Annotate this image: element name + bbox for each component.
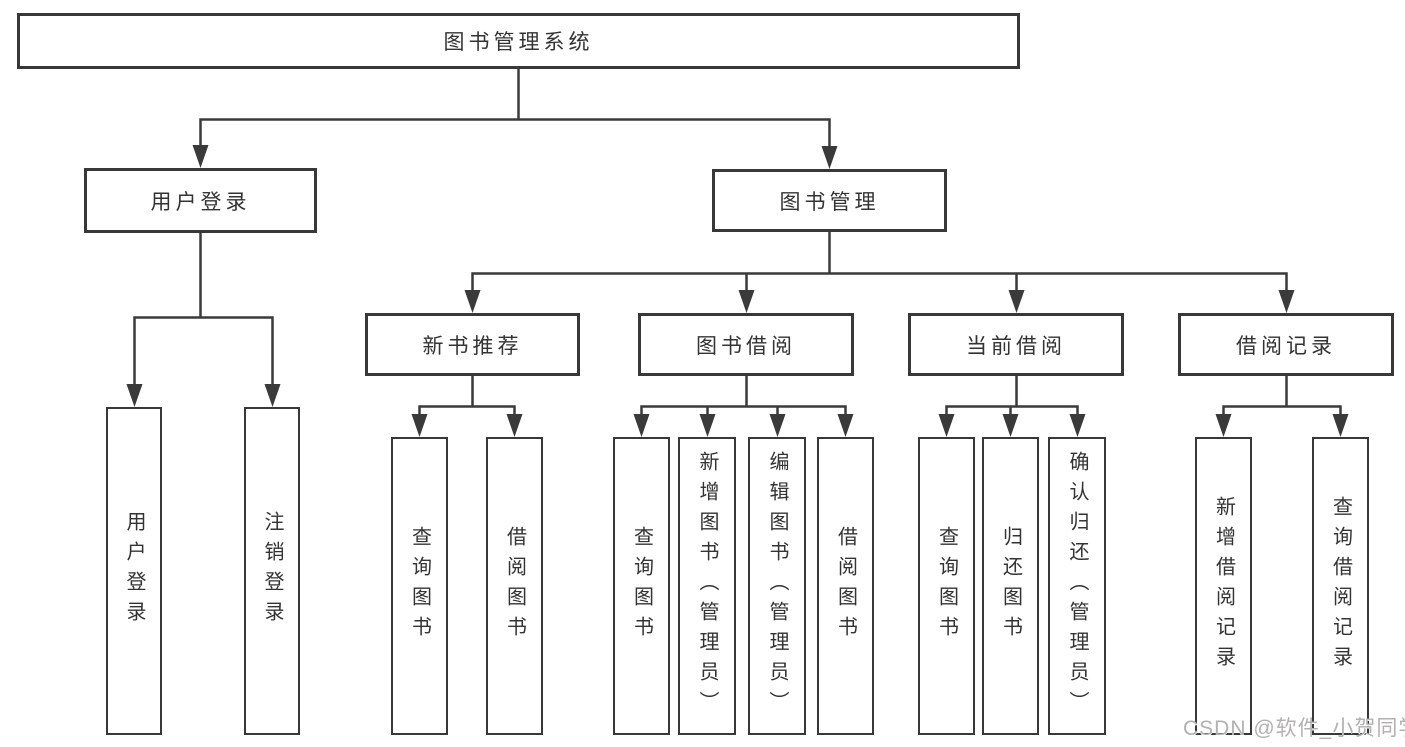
arrowhead-icon <box>506 414 523 437</box>
arrowhead-icon <box>769 414 786 437</box>
node-query-books-recommend: 查询图书 <box>391 437 448 735</box>
node-label: 注销登录 <box>261 511 283 631</box>
arrowhead-icon <box>938 414 955 437</box>
node-label: 查询借阅记录 <box>1329 496 1352 676</box>
connector-path <box>471 272 1288 295</box>
arrowhead-icon <box>411 414 428 437</box>
arrowhead-icon <box>837 414 854 437</box>
node-add-borrow-record: 新增借阅记录 <box>1195 437 1252 735</box>
csdn-watermark: CSDN @软件_小贺同学 <box>1183 717 1405 740</box>
node-label: 用户登录 <box>123 511 145 631</box>
arrowhead-icon <box>821 146 838 169</box>
node-label: 借阅图书 <box>834 526 857 646</box>
arrowhead-icon <box>738 290 755 313</box>
connector-path <box>133 316 274 389</box>
arrowhead-icon <box>1069 414 1086 437</box>
node-label: 图书借阅 <box>696 334 796 358</box>
arrowhead-icon <box>1278 290 1295 313</box>
arrowhead-icon <box>1008 290 1025 313</box>
arrowhead-icon <box>699 414 716 437</box>
connector-path <box>945 376 1079 420</box>
node-label: 确认归还（管理员） <box>1066 451 1088 721</box>
node-label: 编辑图书（管理员） <box>766 451 788 721</box>
node-label: 借阅记录 <box>1236 334 1336 358</box>
node-user-login: 用户登录 <box>84 168 317 233</box>
connector-path <box>199 118 831 150</box>
arrowheads <box>126 145 1349 437</box>
arrowhead-icon <box>192 145 209 168</box>
node-borrow-books: 借阅图书 <box>817 437 874 735</box>
node-label: 借阅图书 <box>503 526 526 646</box>
node-logout-action: 注销登录 <box>244 407 300 735</box>
arrowhead-icon <box>264 384 281 407</box>
node-label: 图书管理 <box>779 190 880 214</box>
node-book-borrowing: 图书借阅 <box>638 313 854 376</box>
node-borrow-books-recommend: 借阅图书 <box>486 437 543 735</box>
connector-lines <box>133 69 1342 420</box>
node-book-management: 图书管理 <box>712 169 947 232</box>
node-new-book-recommendation: 新书推荐 <box>365 313 580 376</box>
node-label: 归还图书 <box>999 526 1022 646</box>
arrowhead-icon <box>464 290 481 313</box>
node-label: 查询图书 <box>935 526 958 646</box>
node-query-borrow-record: 查询借阅记录 <box>1312 437 1369 735</box>
arrowhead-icon <box>1332 414 1349 437</box>
node-add-books-admin: 新增图书（管理员） <box>678 437 736 735</box>
node-label: 当前借阅 <box>966 334 1066 358</box>
node-query-books-current: 查询图书 <box>918 437 975 735</box>
node-root-library-system: 图书管理系统 <box>17 13 1020 69</box>
node-label: 新书推荐 <box>422 334 523 358</box>
connector-path <box>1222 376 1342 420</box>
node-label: 新增图书（管理员） <box>696 451 718 721</box>
node-edit-books-admin: 编辑图书（管理员） <box>748 437 806 735</box>
arrowhead-icon <box>1002 414 1019 437</box>
node-borrowing-records: 借阅记录 <box>1178 313 1394 376</box>
node-label: 查询图书 <box>630 526 653 646</box>
node-label: 用户登录 <box>150 190 251 214</box>
arrowhead-icon <box>126 384 143 407</box>
node-label: 新增借阅记录 <box>1212 496 1235 676</box>
node-label: 图书管理系统 <box>443 31 594 54</box>
node-confirm-return-admin: 确认归还（管理员） <box>1048 437 1106 735</box>
node-query-books-borrow: 查询图书 <box>613 437 670 735</box>
node-return-books: 归还图书 <box>982 437 1039 735</box>
arrowhead-icon <box>633 414 650 437</box>
node-current-borrowing: 当前借阅 <box>908 313 1124 376</box>
node-user-login-action: 用户登录 <box>106 407 162 735</box>
connector-path <box>418 376 516 420</box>
arrowhead-icon <box>1215 414 1232 437</box>
connector-path <box>640 376 847 420</box>
node-label: 查询图书 <box>408 526 431 646</box>
